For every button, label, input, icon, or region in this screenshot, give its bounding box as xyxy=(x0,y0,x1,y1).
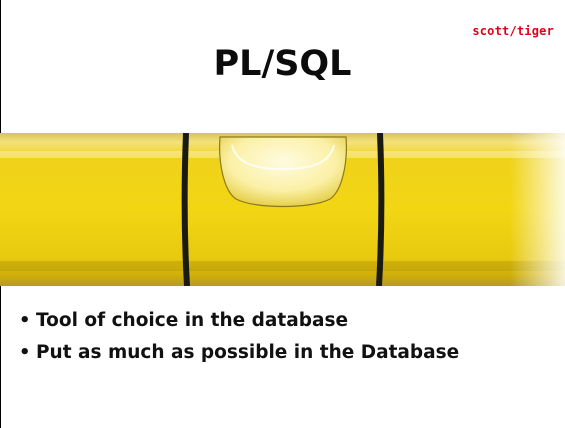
bullet-item: •Put as much as possible in the Database xyxy=(18,337,459,369)
bullet-text: Tool of choice in the database xyxy=(36,310,348,331)
spirit-level-image xyxy=(0,133,565,286)
bullet-text: Put as much as possible in the Database xyxy=(36,342,460,363)
slide-title: PL/SQL xyxy=(213,44,352,84)
bullet-item: •Tool of choice in the database xyxy=(18,305,459,337)
right-ring-mark xyxy=(376,133,385,286)
login-credentials-label: scott/tiger xyxy=(472,24,554,38)
bullet-icon: • xyxy=(19,342,31,363)
left-ring-mark xyxy=(181,133,190,286)
bullet-list: •Tool of choice in the database •Put as … xyxy=(18,305,459,369)
vial-end-fade xyxy=(510,133,565,286)
bottom-shadow xyxy=(0,261,565,271)
bullet-icon: • xyxy=(19,310,31,331)
air-bubble xyxy=(219,136,347,208)
